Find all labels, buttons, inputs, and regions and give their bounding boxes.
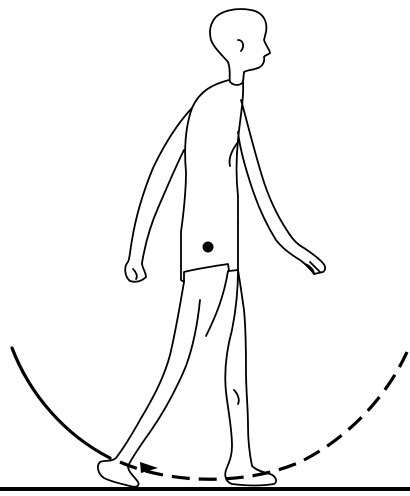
head xyxy=(210,9,270,85)
rear-hand-detail xyxy=(133,269,137,279)
knee-detail xyxy=(234,390,239,404)
inner-thigh xyxy=(206,271,228,336)
ear xyxy=(238,40,243,51)
dashed-arc-segment xyxy=(120,352,407,479)
front-leg xyxy=(225,270,276,486)
rear-leg xyxy=(98,282,200,487)
solid-arc-segment xyxy=(12,348,110,458)
ground-line xyxy=(0,487,410,491)
torso-back xyxy=(181,80,229,232)
rear-arm xyxy=(125,108,192,282)
front-arm xyxy=(238,100,325,274)
front-hand-fingers xyxy=(305,262,320,274)
center-of-mass-dot xyxy=(203,242,214,253)
